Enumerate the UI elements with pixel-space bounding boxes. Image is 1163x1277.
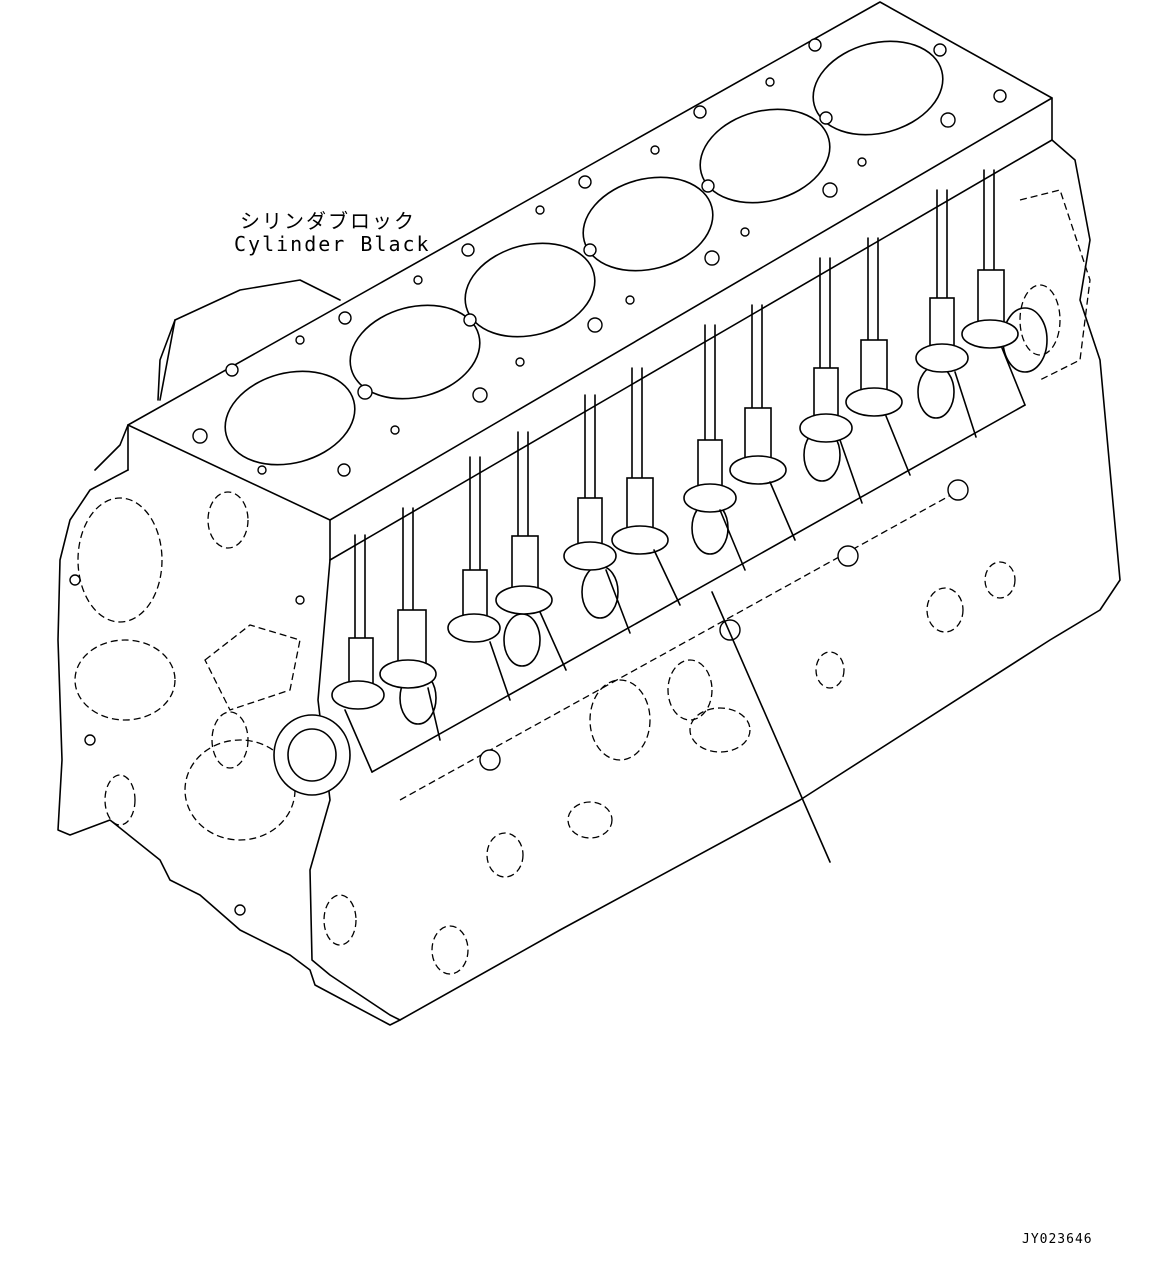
leader-line — [711, 591, 831, 863]
piston-cooling-nozzles — [331, 169, 1019, 710]
callout-bracket — [344, 347, 1026, 863]
cylinder-bores — [192, 38, 1007, 477]
nozzle-3 — [447, 456, 501, 643]
camshaft — [273, 307, 1048, 796]
block-outline — [57, 1, 1121, 1026]
cylinder-bore-6 — [812, 40, 944, 136]
cylinder-bore-4 — [582, 176, 714, 272]
drawing-id: JY023646 — [1022, 1232, 1093, 1247]
nozzle-2 — [379, 507, 437, 689]
side-face-details — [323, 189, 1091, 975]
nozzle-12 — [961, 169, 1019, 349]
nozzle-5 — [563, 394, 617, 571]
nozzle-11 — [915, 189, 969, 373]
nozzle-1 — [331, 534, 385, 710]
side-face — [309, 139, 1121, 1021]
front-face — [57, 469, 401, 1026]
deck-holes — [192, 38, 1007, 477]
cylinder-bore-3 — [464, 242, 596, 338]
nozzle-4 — [495, 431, 553, 615]
part-label-japanese: シリンダブロック — [240, 209, 416, 233]
cylinder-bore-2 — [349, 304, 481, 400]
part-label-english: Cylinder Black — [234, 232, 431, 256]
nozzle-10 — [845, 237, 903, 417]
nozzle-8 — [729, 304, 787, 485]
nozzle-9 — [799, 257, 853, 443]
nozzle-6 — [611, 367, 669, 555]
cylinder-bore-5 — [699, 108, 831, 204]
front-face-details — [69, 491, 305, 916]
cylinder-bore-1 — [224, 370, 356, 466]
nozzle-7 — [683, 324, 737, 513]
